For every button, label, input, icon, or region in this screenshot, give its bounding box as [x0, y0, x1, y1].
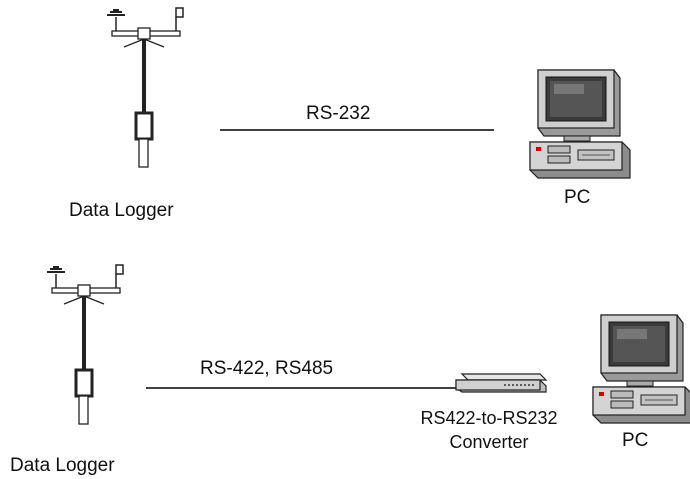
converter-label-line1: RS422-to-RS232 [420, 408, 558, 428]
bottom-pc-icon [592, 314, 690, 424]
top-pc-label: PC [564, 187, 591, 208]
bottom-pc-label: PC [622, 430, 649, 451]
top-link-label: RS-232 [306, 103, 371, 124]
converter-icon [455, 373, 547, 393]
top-pc-icon [529, 69, 631, 179]
bottom-link-label: RS-422, RS485 [200, 358, 334, 379]
bottom-device-label: Data Logger [10, 455, 115, 476]
top-data-logger-icon [105, 6, 185, 169]
top-device-label: Data Logger [69, 200, 174, 221]
converter-label-line2: Converter [449, 432, 529, 452]
bottom-data-logger-icon [45, 263, 125, 426]
